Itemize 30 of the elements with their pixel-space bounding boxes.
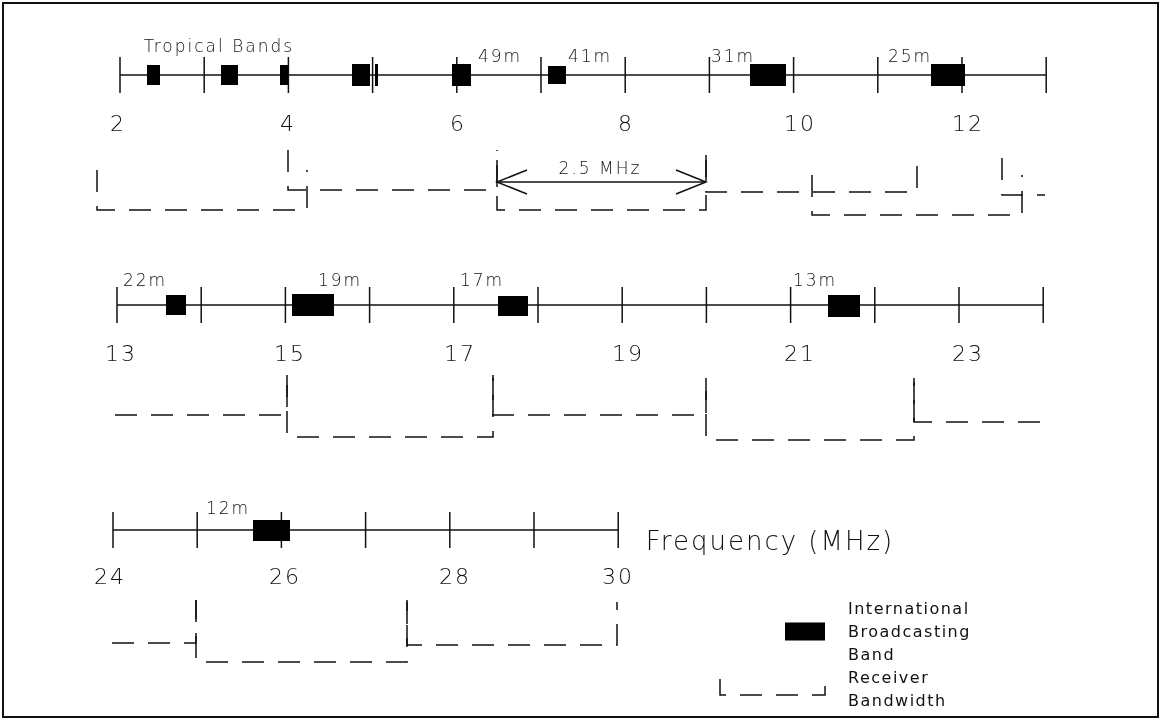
band-label: 19m xyxy=(317,272,363,289)
band-label: 12m xyxy=(205,500,251,517)
tick-label: 13 xyxy=(105,343,137,365)
tick-label: 4 xyxy=(280,113,296,135)
tick-label: 6 xyxy=(450,113,466,135)
tick-label: 28 xyxy=(439,566,471,588)
tick-label: 10 xyxy=(784,113,816,135)
tick-label: 12 xyxy=(952,113,984,135)
band-label: 31m xyxy=(710,48,756,65)
tick-label: 23 xyxy=(952,343,984,365)
tick-label: 30 xyxy=(602,566,634,588)
tick-label: 19 xyxy=(612,343,644,365)
tick-label: 24 xyxy=(94,566,126,588)
tick-label: 17 xyxy=(444,343,476,365)
band-label: 41m xyxy=(567,48,613,65)
tick-label: 21 xyxy=(784,343,816,365)
band-label: 17m xyxy=(459,272,505,289)
tick-label: 8 xyxy=(618,113,634,135)
band-label: 25m xyxy=(887,48,933,65)
band-label: Tropical Bands xyxy=(143,38,295,55)
band-label: 13m xyxy=(792,272,838,289)
legend-label: Receiver Bandwidth xyxy=(848,667,948,712)
tick-label: 15 xyxy=(274,343,306,365)
dimension-label: 2.5 MHz xyxy=(558,160,642,177)
band-label: 22m xyxy=(122,272,168,289)
band-label: 49m xyxy=(477,48,523,65)
tick-label: 26 xyxy=(269,566,301,588)
tick-label: 2 xyxy=(110,113,126,135)
legend-label: International Broadcasting Band xyxy=(848,598,972,666)
axis-title: Frequency (MHz) xyxy=(645,528,895,554)
